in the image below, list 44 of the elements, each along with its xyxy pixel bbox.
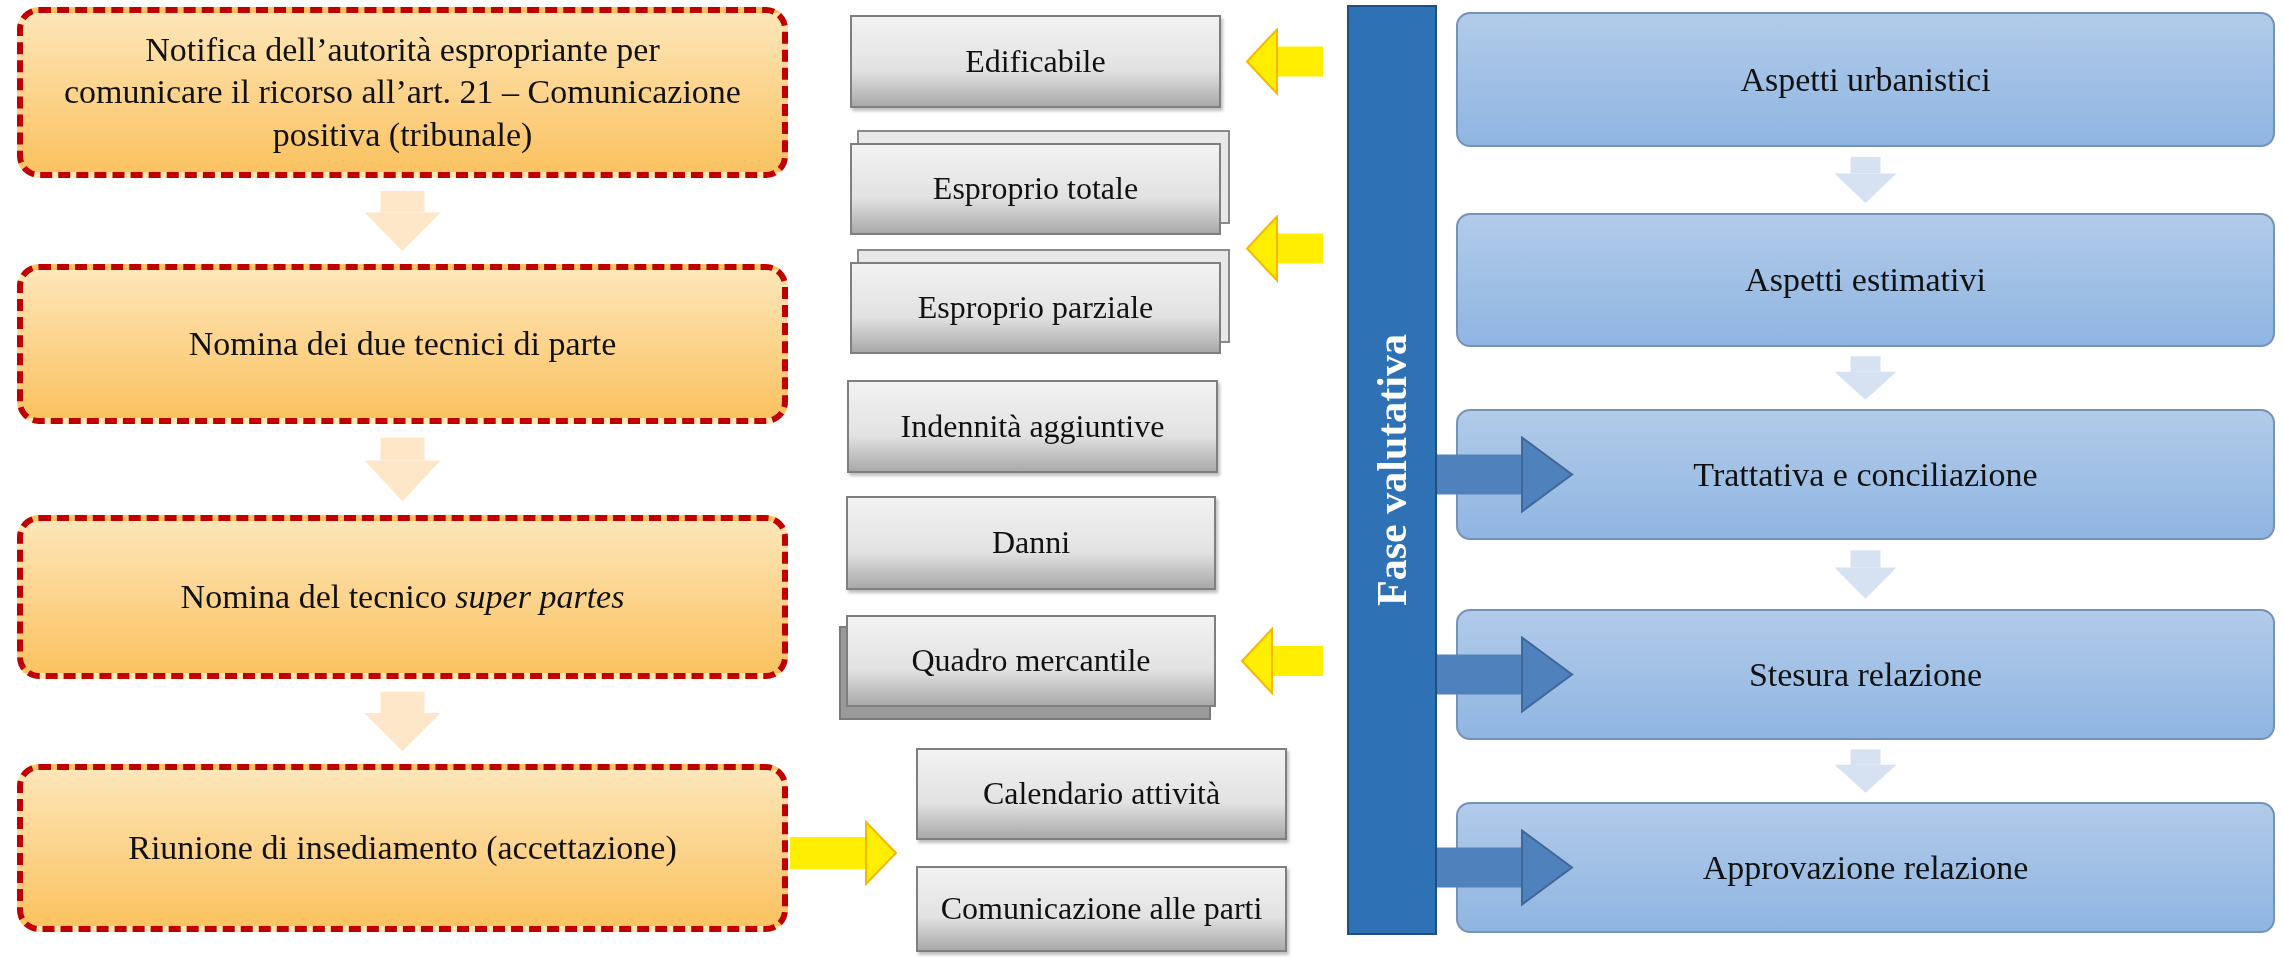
block-arrow — [364, 691, 441, 752]
box-text: Aspetti urbanistici — [1740, 60, 1991, 99]
box-text: Nomina dei due tecnici di parte — [188, 323, 617, 364]
box-text: Esproprio parziale — [917, 290, 1154, 326]
stage-box — [1456, 802, 2275, 933]
box-text: Comunicazione alle parti — [940, 891, 1263, 927]
process-box — [17, 7, 788, 178]
stage-box — [1456, 409, 2275, 540]
box-text: Quadro mercantile — [911, 643, 1151, 679]
topic-box — [916, 866, 1287, 952]
topic-box — [847, 380, 1218, 473]
stage-box — [1456, 12, 2275, 147]
topic-box — [850, 15, 1221, 108]
box-text: Aspetti estimativi — [1745, 261, 1986, 299]
block-arrow — [1834, 356, 1897, 400]
box-text: Edificabile — [965, 43, 1106, 80]
box-text: Danni — [991, 525, 1071, 561]
box-text: Stesura relazione — [1748, 655, 1983, 694]
stage-box — [1456, 609, 2275, 740]
topic-box — [916, 748, 1287, 840]
box-text: Notifica dell’autorità espropriante per comunicare il ricorso all’art. 21 – Comunicazione positiva (tribunale) — [63, 29, 742, 155]
block-arrow — [1834, 156, 1897, 204]
box-text: Nomina del tecnico super partes — [180, 576, 625, 617]
process-box — [17, 264, 788, 424]
block-arrow — [1246, 215, 1323, 282]
block-arrow — [790, 821, 897, 885]
block-arrow — [1246, 28, 1323, 95]
block-arrow — [1834, 749, 1897, 793]
block-arrow — [364, 190, 441, 252]
process-box — [17, 764, 788, 932]
block-arrow — [364, 437, 441, 502]
box-text: Riunione di insediamento (accettazione) — [128, 827, 677, 868]
topic-box — [846, 496, 1216, 590]
phase-title: Fase valutativa — [1368, 334, 1416, 606]
block-arrow — [1834, 550, 1897, 599]
box-text: Calendario attività — [982, 776, 1221, 812]
box-text: Esproprio totale — [932, 171, 1139, 207]
box-text: Approvazione relazione — [1702, 848, 2029, 887]
box-text: Indennità aggiuntive — [900, 408, 1165, 445]
block-arrow — [1241, 628, 1323, 694]
stage-box — [1456, 213, 2275, 347]
box-text: Trattativa e conciliazione — [1693, 455, 2038, 494]
phase-bar — [1347, 5, 1437, 935]
process-box — [17, 515, 788, 679]
